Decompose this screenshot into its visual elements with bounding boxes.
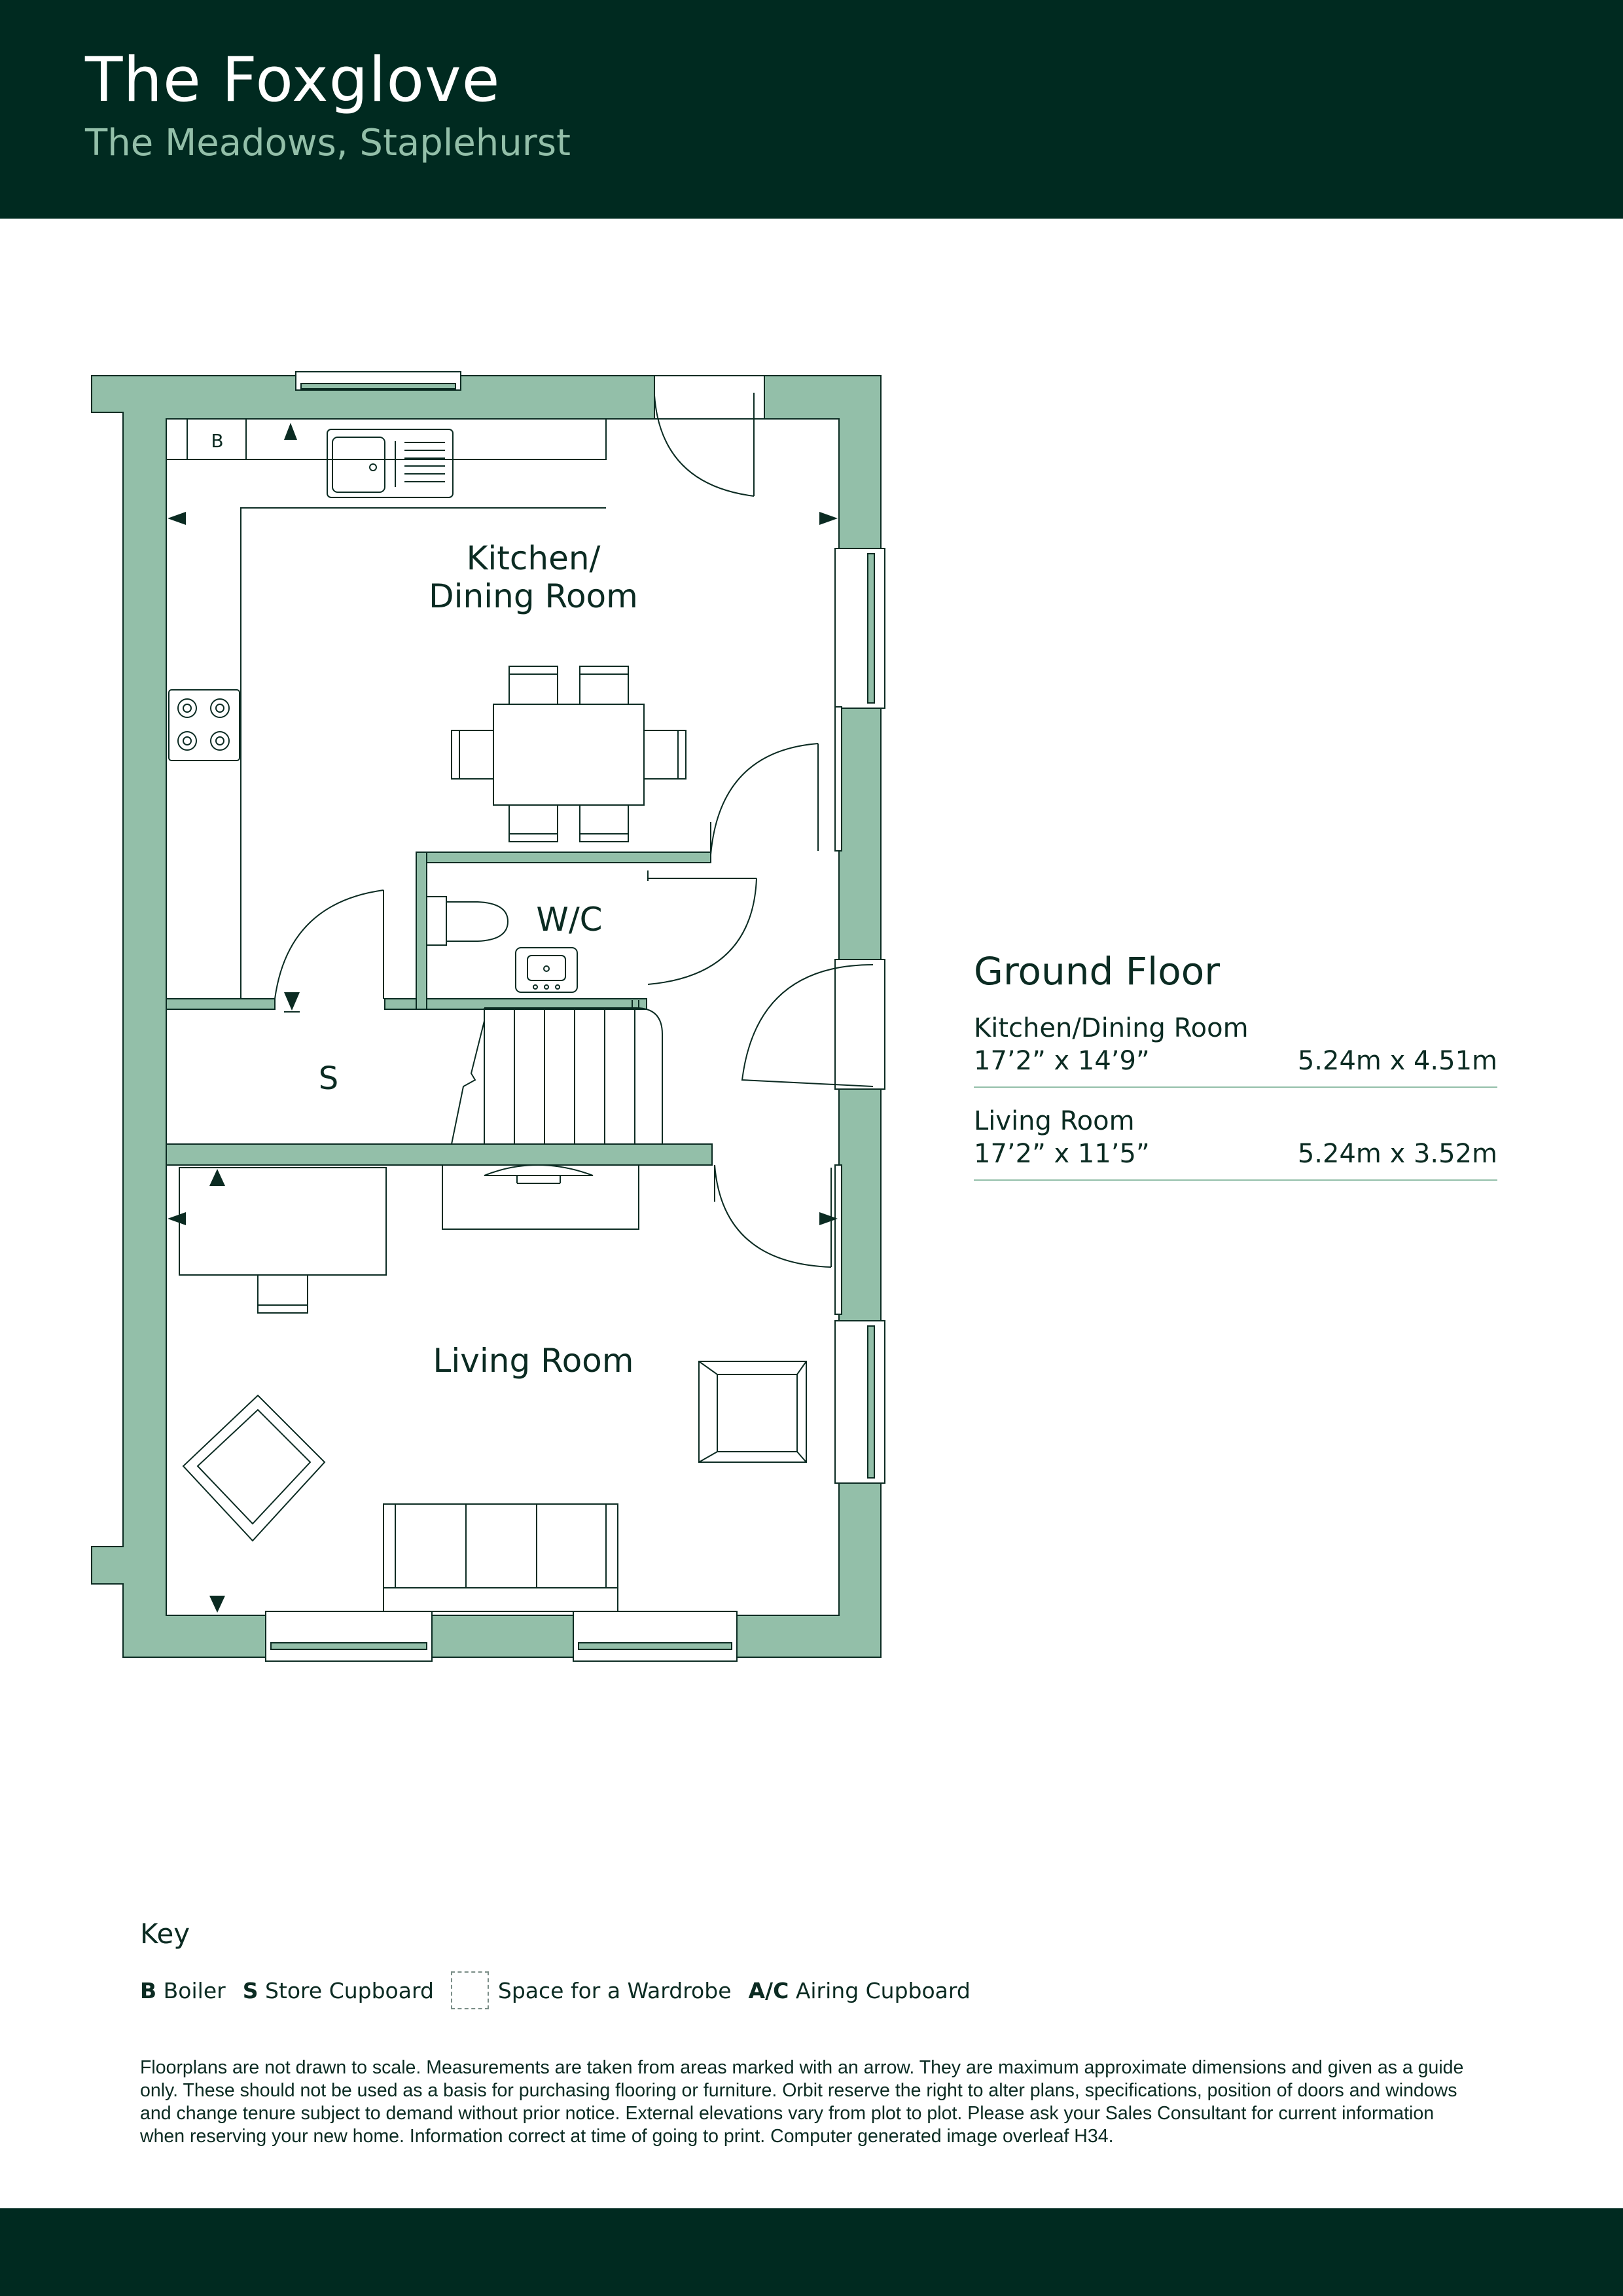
spec-dimensions: 17’2” x 14’9” 5.24m x 4.51m — [974, 1045, 1497, 1077]
spec-row-living: Living Room 17’2” x 11’5” 5.24m x 3.52m — [974, 1105, 1497, 1181]
hob-icon — [168, 689, 240, 761]
basin-icon — [515, 947, 578, 993]
footer-bar — [0, 2208, 1623, 2296]
interior-wall — [166, 1143, 713, 1166]
boiler-box — [187, 418, 247, 460]
living-room-door — [714, 1164, 832, 1268]
key-code: S — [242, 1977, 259, 2003]
interior-wall — [166, 998, 276, 1010]
spec-imperial: 17’2” x 14’9” — [974, 1046, 1150, 1076]
room-label-kitchen: Kitchen/ — [467, 539, 601, 577]
interior-wall — [416, 852, 427, 1010]
back-door — [654, 375, 765, 497]
key-code: A/C — [748, 1977, 789, 2003]
spec-imperial: 17’2” x 11’5” — [974, 1139, 1150, 1169]
page-title: The Foxglove — [85, 45, 501, 116]
key-label: Space for a Wardrobe — [497, 1977, 732, 2003]
room-dimensions-panel: Ground Floor Kitchen/Dining Room 17’2” x… — [974, 949, 1497, 1198]
window-bottom-right — [573, 1611, 738, 1662]
key-legend: B Boiler S Store Cupboard Space for a Wa… — [140, 1971, 988, 2009]
key-label: Airing Cupboard — [795, 1977, 971, 2003]
room-label-wc: W/C — [536, 901, 602, 939]
spec-dimensions: 17’2” x 11’5” 5.24m x 3.52m — [974, 1138, 1497, 1170]
sofa-icon — [383, 1503, 618, 1612]
key-label: Store Cupboard — [264, 1977, 434, 2003]
window-right-mid — [834, 706, 842, 1315]
key-item-boiler: B Boiler — [140, 1978, 226, 2003]
toilet-icon — [426, 896, 509, 946]
spec-room-name: Living Room — [974, 1106, 1135, 1136]
spec-metric: 5.24m x 3.52m — [1297, 1139, 1497, 1169]
armchair-left-icon — [182, 1394, 326, 1542]
sink-icon — [327, 429, 454, 498]
page-subtitle: The Meadows, Staplehurst — [85, 122, 571, 164]
kitchen-hall-door — [710, 743, 819, 856]
external-walls — [91, 375, 882, 1658]
window-top — [295, 371, 461, 391]
fireplace-icon — [442, 1164, 639, 1230]
key-item-airing: A/C Airing Cupboard — [749, 1978, 971, 2003]
armchair-right-icon — [698, 1361, 807, 1463]
wardrobe-space-icon — [450, 1971, 489, 2009]
spec-row-kitchen: Kitchen/Dining Room 17’2” x 14’9” 5.24m … — [974, 1012, 1497, 1088]
key-title: Key — [140, 1918, 190, 1950]
interior-wall — [384, 998, 647, 1010]
disclaimer-text: Floorplans are not drawn to scale. Measu… — [140, 2057, 1464, 2147]
interior-wall — [416, 852, 711, 863]
room-label-living: Living Room — [433, 1342, 634, 1380]
dining-table-icon — [451, 666, 687, 842]
room-label-dining: Dining Room — [429, 577, 638, 615]
key-label: Boiler — [163, 1977, 226, 2003]
window-bottom-left — [265, 1611, 433, 1662]
front-door — [741, 964, 874, 1087]
desk-icon — [179, 1167, 387, 1314]
wc-door — [647, 870, 757, 985]
spec-metric: 5.24m x 4.51m — [1297, 1046, 1497, 1076]
room-label-boiler: B — [211, 430, 223, 452]
measurement-arrows — [168, 423, 838, 1613]
header-bar: The Foxglove The Meadows, Staplehurst — [0, 0, 1623, 219]
room-label-store: S — [319, 1060, 338, 1097]
key-item-store: S Store Cupboard — [243, 1978, 434, 2003]
window-right-upper — [834, 548, 885, 709]
spec-room-name: Kitchen/Dining Room — [974, 1013, 1249, 1043]
stairs-icon — [451, 1000, 663, 1145]
key-item-wardrobe: Space for a Wardrobe — [450, 1971, 732, 2009]
store-door — [274, 889, 384, 999]
window-right-front-door — [834, 959, 885, 1090]
window-right-lower — [834, 1320, 885, 1484]
key-code: B — [140, 1977, 157, 2003]
floor-title: Ground Floor — [974, 949, 1221, 994]
